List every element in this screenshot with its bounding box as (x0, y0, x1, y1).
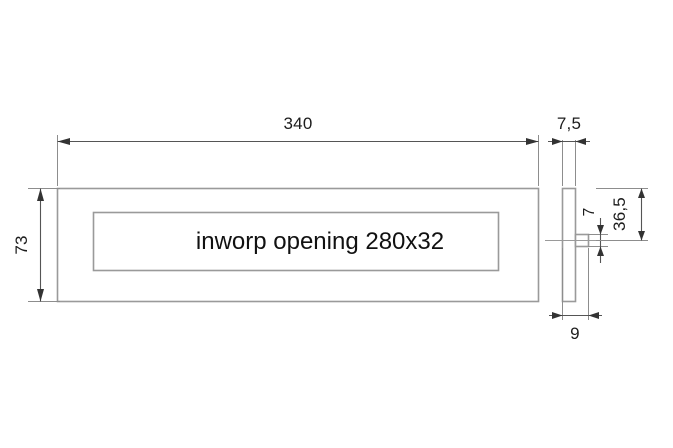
dimension-tabwidth-9: 9 (549, 248, 602, 343)
dim-label-9: 9 (570, 324, 580, 343)
arrow-bottom (37, 289, 44, 302)
arrow-off-top (638, 188, 645, 198)
front-inner-opening (92, 211, 500, 272)
arrow-thick-right (575, 138, 586, 145)
dimension-height-73: 73 (12, 188, 60, 302)
side-view: 7,5 9 7 (545, 114, 648, 343)
arrow-off-bottom (638, 231, 645, 241)
opening-annotation-text: inworp opening 280x32 (196, 228, 444, 255)
dim-label-73: 73 (12, 235, 31, 254)
arrow-top (37, 188, 44, 201)
arrow-left (57, 138, 70, 145)
arrow-tabw-right (588, 312, 599, 319)
arrow-thick-left (552, 138, 563, 145)
arrow-right (526, 138, 539, 145)
dim-label-75: 7,5 (557, 114, 581, 133)
arrow-tabh-top (597, 225, 604, 235)
dim-label-365: 36,5 (610, 197, 629, 231)
dim-label-7: 7 (581, 208, 598, 217)
front-view: 340 73 inworp opening 280x32 (12, 114, 540, 303)
arrow-tabw-left (552, 312, 563, 319)
side-plate-profile (561, 187, 577, 303)
dim-label-340: 340 (284, 114, 313, 133)
dimension-thickness-75: 7,5 (548, 114, 590, 186)
dimension-taboffset-365: 36,5 (596, 188, 648, 241)
arrow-tabh-bottom (597, 246, 604, 256)
dimension-width-340: 340 (57, 114, 539, 186)
